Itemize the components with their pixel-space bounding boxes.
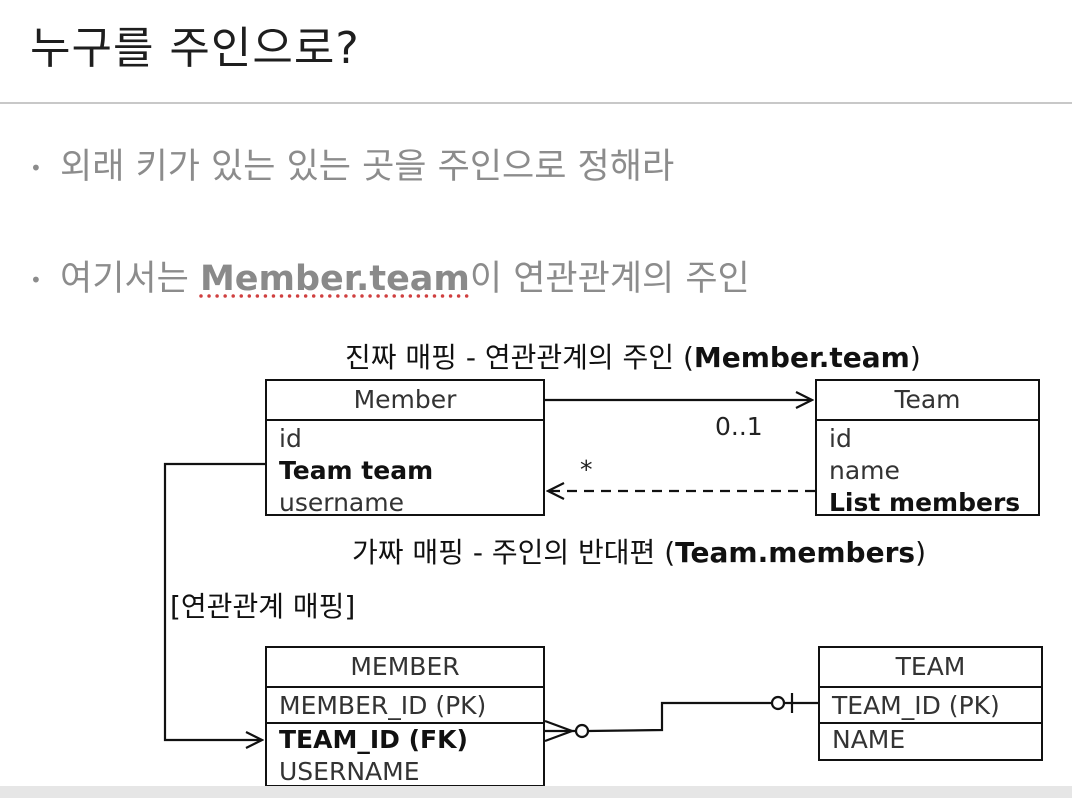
bullet-2-prefix: 여기서는: [60, 259, 200, 299]
member-table-name: MEMBER: [267, 648, 543, 688]
real-caption-strong: Member.team: [693, 341, 910, 374]
member-class-box: Member id Team team username: [265, 379, 545, 517]
bullet-2-suffix: 이 연관관계의 주인: [469, 259, 750, 299]
team-field-members: List members: [829, 488, 1021, 517]
team-table-box: TEAM TEAM_ID (PK) NAME: [818, 646, 1043, 761]
fake-caption-suffix: ): [915, 536, 927, 569]
member-field-username: username: [279, 488, 404, 517]
bullet-dot: •: [30, 268, 42, 292]
fake-caption-prefix: 가짜 매핑 - 주인의 반대편 (: [352, 536, 676, 569]
fake-caption-strong: Team.members: [675, 536, 916, 569]
team-table-pk: TEAM_ID (PK): [832, 691, 1000, 720]
relation-mapping-label: [연관관계 매핑]: [170, 590, 356, 623]
multiplicity-one: 0..1: [715, 412, 763, 441]
team-field-id: id: [829, 424, 852, 453]
team-field-name: name: [829, 456, 900, 485]
bottom-bar: [0, 786, 1072, 798]
team-table-name-col: NAME: [820, 722, 1041, 756]
bullet-2: • 여기서는 Member.team이 연관관계의 주인: [30, 250, 750, 301]
member-table-pk: MEMBER_ID (PK): [279, 691, 487, 720]
slide-title: 누구를 주인으로?: [30, 23, 360, 74]
real-caption-suffix: ): [909, 341, 921, 374]
fake-mapping-caption: 가짜 매핑 - 주인의 반대편 (Team.members): [352, 531, 926, 571]
bullet-2-strong: Member.team: [199, 259, 470, 299]
team-class-name: Team: [817, 381, 1038, 421]
member-class-name: Member: [267, 381, 543, 421]
multiplicity-many: *: [580, 455, 593, 484]
member-table-username: USERNAME: [279, 757, 420, 786]
bullet-dot: •: [30, 156, 42, 180]
member-field-id: id: [279, 424, 302, 453]
bullet-1: • 외래 키가 있는 있는 곳을 주인으로 정해라: [30, 138, 674, 189]
team-table-name: TEAM: [820, 648, 1041, 688]
real-caption-prefix: 진짜 매핑 - 연관관계의 주인 (: [345, 341, 694, 374]
crow-foot-connector: [544, 693, 818, 743]
mapping-arrow: [163, 462, 266, 740]
bullet-1-text: 외래 키가 있는 있는 곳을 주인으로 정해라: [60, 147, 675, 187]
title-divider: [0, 102, 1072, 104]
member-table-box: MEMBER MEMBER_ID (PK) TEAM_ID (FK) USERN…: [265, 646, 545, 787]
team-class-box: Team id name List members: [815, 379, 1040, 517]
member-field-team: Team team: [279, 456, 434, 485]
member-table-fk: TEAM_ID (FK): [267, 722, 543, 756]
real-mapping-caption: 진짜 매핑 - 연관관계의 주인 (Member.team): [345, 336, 921, 376]
